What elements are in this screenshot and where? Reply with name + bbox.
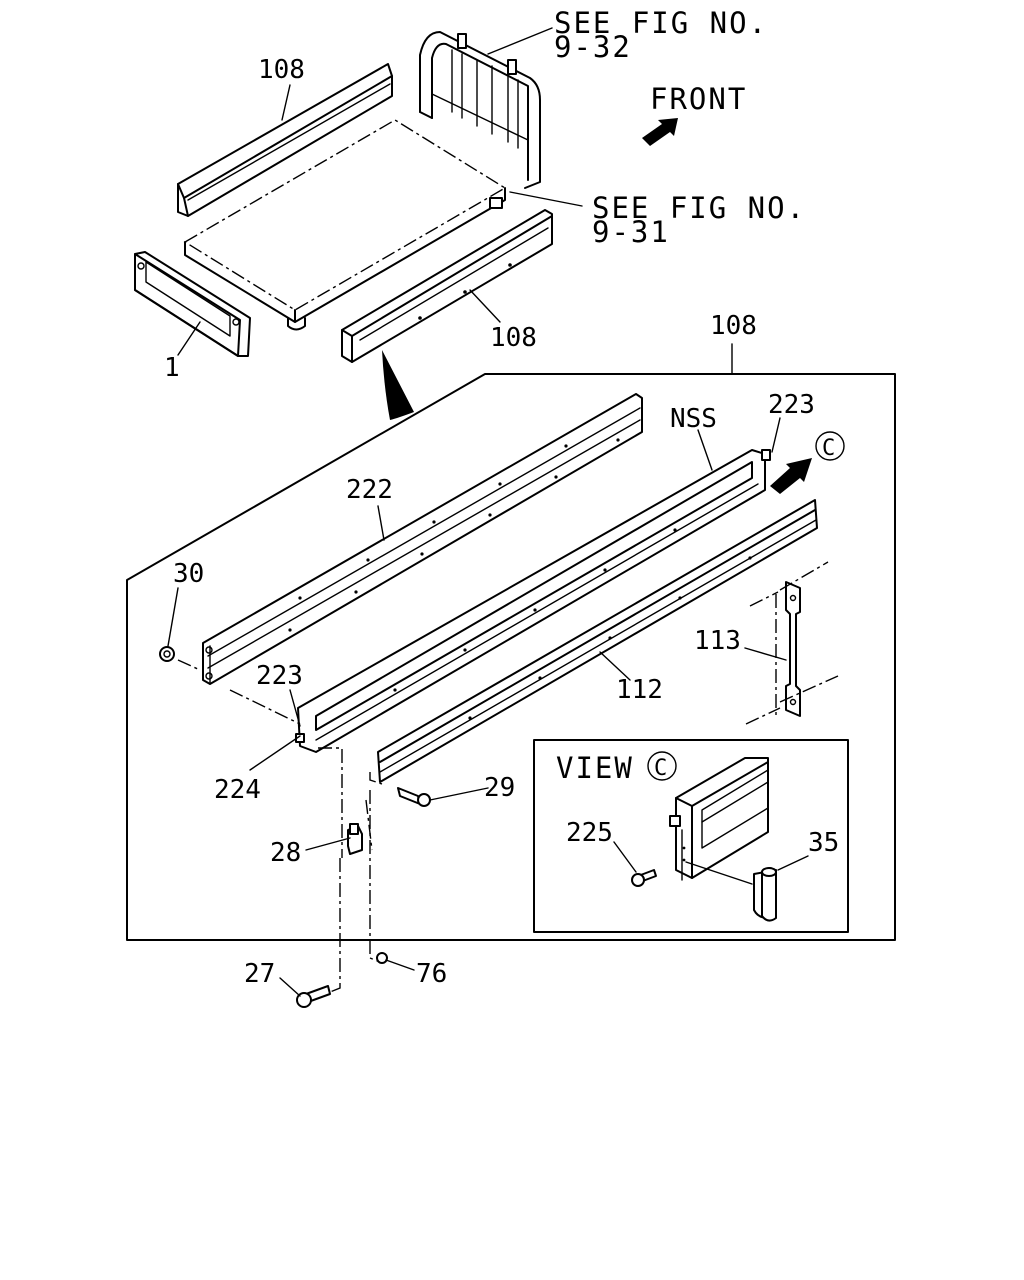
view-c-label: VIEW [556,751,634,785]
label-222: 222 [346,475,393,505]
part-113-bracket [745,561,839,725]
label-225: 225 [566,818,613,848]
label-1: 1 [164,353,180,383]
side-gate-right [341,197,553,363]
front-arrow-icon [642,118,678,146]
part-76-washer [376,952,388,964]
side-gate-top [177,63,393,217]
part-112-rail [377,499,818,783]
label-224: 224 [214,775,261,805]
label-112: 112 [616,675,663,705]
ref-fig-9-31-line2: 9-31 [592,215,670,249]
front-label: FRONT [650,82,747,116]
label-223-left: 223 [256,661,303,691]
front-gate [134,251,251,357]
view-c-marker-main: C [822,436,835,461]
label-113: 113 [694,626,741,656]
label-29: 29 [484,773,515,803]
label-35: 35 [808,828,839,858]
nss-frame [295,449,771,753]
view-c-detail [613,757,809,922]
label-223-top: 223 [768,390,815,420]
label-nss: NSS [670,404,717,434]
view-c-inset-outline [533,739,849,933]
label-28: 28 [270,838,301,868]
view-c-arrow-icon [770,458,812,494]
label-108-right: 108 [490,323,537,353]
ref-fig-9-31-line1: SEE FIG NO. [592,191,806,225]
headboard-frame [419,31,541,189]
view-c-marker: C [654,756,667,781]
label-30: 30 [173,559,204,589]
deck-platform [183,119,507,331]
detail-box-outline [126,373,896,941]
overview-assembly [134,31,678,420]
ref-fig-9-32-line2: 9-32 [554,30,632,64]
label-108-top: 108 [258,55,305,85]
label-108-box: 108 [710,311,757,341]
label-76: 76 [416,959,447,989]
part-222-rail [202,393,643,685]
part-29-bolt [397,787,431,807]
part-30-nut [159,646,201,671]
detail-arrow [382,350,414,420]
label-27: 27 [244,959,275,989]
ref-fig-9-32-line1: SEE FIG NO. [554,6,768,40]
overview-leaders [177,27,733,375]
label-layer: SEE FIG NO. 9-32 FRONT SEE FIG NO. 9-31 … [164,6,845,989]
part-27-pin [296,985,331,1008]
detail-leaders [167,417,787,997]
